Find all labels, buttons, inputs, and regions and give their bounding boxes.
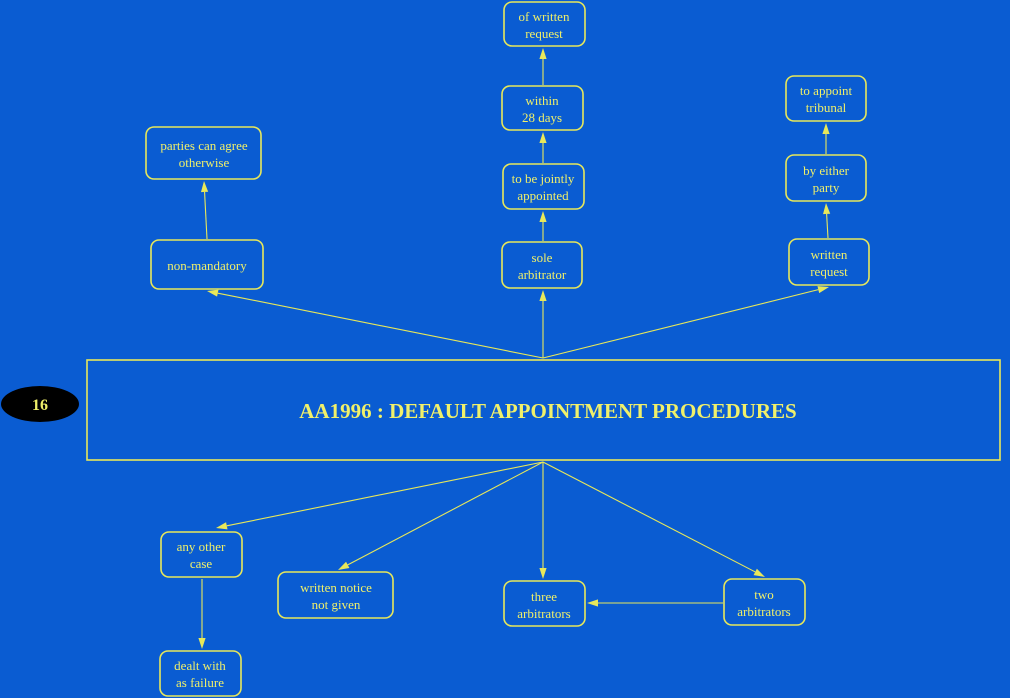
edge-jointly-to-within-28-days-arrowhead <box>539 132 547 143</box>
node-by-either-party-line-2: party <box>813 180 840 195</box>
main-title: AA1996 : DEFAULT APPOINTMENT PROCEDURES <box>299 399 796 423</box>
edge-main-to-any-other-case-arrowhead <box>216 522 228 530</box>
edge-main-to-sole-arbitrator-arrowhead <box>539 290 547 301</box>
edge-non-mandatory-to-parties <box>200 181 209 240</box>
node-parties-can-agree-line-2: otherwise <box>179 155 230 170</box>
node-three-arbitrators-line-1: three <box>531 589 557 604</box>
edge-any-other-to-dealt-with-arrowhead <box>198 638 206 649</box>
node-three-arbitrators-line-2: arbitrators <box>517 606 570 621</box>
edge-non-mandatory-to-parties-arrowhead <box>200 181 209 193</box>
node-two-arbitrators-line-2: arbitrators <box>737 604 790 619</box>
edge-main-to-two-arbitrators-arrowhead <box>753 568 765 577</box>
node-jointly-appointed-line-2: appointed <box>517 188 569 203</box>
main-topic-box[interactable]: AA1996 : DEFAULT APPOINTMENT PROCEDURES <box>86 359 1001 461</box>
page-number: 16 <box>32 397 48 414</box>
node-dealt-with-line-1: dealt with <box>174 658 226 673</box>
node-written-notice-not-given[interactable]: written notice not given <box>277 571 394 619</box>
node-three-arbitrators[interactable]: three arbitrators <box>503 580 586 627</box>
node-within-28-days-line-1: within <box>525 93 559 108</box>
connector-layer <box>198 48 831 649</box>
edge-main-to-two-arbitrators <box>542 461 765 577</box>
edge-by-either-to-appoint-tribunal-arrowhead <box>822 123 830 134</box>
node-written-request-line-1: written <box>811 247 848 262</box>
node-by-either-party[interactable]: by either party <box>785 154 867 202</box>
edge-written-request-to-by-either <box>823 203 831 239</box>
edge-sole-to-jointly-appointed <box>539 211 547 241</box>
edge-two-to-three-arbitrators <box>587 599 723 607</box>
edge-main-to-any-other-case <box>216 461 544 530</box>
edge-main-to-three-arbitrators <box>539 462 547 579</box>
node-any-other-case-line-1: any other <box>177 539 226 554</box>
edge-main-to-written-notice <box>338 461 544 570</box>
node-two-arbitrators[interactable]: two arbitrators <box>723 578 806 626</box>
node-jointly-appointed-line-1: to be jointly <box>512 171 575 186</box>
node-written-request-line-2: request <box>810 264 848 279</box>
node-sole-arbitrator-line-2: arbitrator <box>518 267 567 282</box>
node-dealt-with-as-failure[interactable]: dealt with as failure <box>159 650 242 697</box>
edge-within-to-of-written-request <box>539 48 547 85</box>
node-dealt-with-line-2: as failure <box>176 675 224 690</box>
node-written-notice-line-1: written notice <box>300 580 372 595</box>
node-to-appoint-tribunal-line-1: to appoint <box>800 83 853 98</box>
edge-written-request-to-by-either-arrowhead <box>823 203 831 215</box>
node-parties-can-agree-otherwise[interactable]: parties can agree otherwise <box>145 126 262 180</box>
node-non-mandatory-line-1: non-mandatory <box>167 258 247 273</box>
edge-non-mandatory-to-parties-line <box>204 191 208 240</box>
edge-written-request-to-by-either-line <box>826 213 829 239</box>
node-non-mandatory[interactable]: non-mandatory <box>150 239 264 290</box>
edge-main-to-written-request-line <box>542 289 819 359</box>
edge-main-to-three-arbitrators-arrowhead <box>539 568 547 579</box>
edge-main-to-written-notice-arrowhead <box>338 561 350 570</box>
edge-main-to-written-notice-line <box>347 461 544 566</box>
edge-main-to-any-other-case-line <box>226 461 544 527</box>
edge-main-to-written-request <box>542 286 829 359</box>
edge-main-to-two-arbitrators-line <box>542 461 756 573</box>
node-of-written-request-line-2: request <box>525 26 563 41</box>
node-of-written-request-line-1: of written <box>519 9 570 24</box>
edge-main-to-written-request-arrowhead <box>817 286 829 294</box>
node-any-other-case-line-2: case <box>190 556 213 571</box>
node-to-appoint-tribunal-line-2: tribunal <box>806 100 847 115</box>
edge-within-to-of-written-request-arrowhead <box>539 48 547 59</box>
node-written-notice-line-2: not given <box>312 597 361 612</box>
edge-any-other-to-dealt-with <box>198 579 206 649</box>
node-within-28-days[interactable]: within 28 days <box>501 85 584 131</box>
node-written-request[interactable]: written request <box>788 238 870 286</box>
edge-by-either-to-appoint-tribunal <box>822 123 830 154</box>
edge-sole-to-jointly-appointed-arrowhead <box>539 211 547 222</box>
edge-main-to-non-mandatory-line <box>217 292 544 359</box>
node-to-be-jointly-appointed[interactable]: to be jointly appointed <box>502 163 585 210</box>
node-by-either-party-line-1: by either <box>803 163 850 178</box>
node-two-arbitrators-line-1: two <box>754 587 774 602</box>
edge-two-to-three-arbitrators-arrowhead <box>587 599 598 607</box>
edge-jointly-to-within-28-days <box>539 132 547 163</box>
page-number-badge: 16 <box>1 386 79 422</box>
node-sole-arbitrator-line-1: sole <box>532 250 553 265</box>
edge-main-to-non-mandatory-arrowhead <box>207 289 219 297</box>
node-of-written-request[interactable]: of written request <box>503 1 586 47</box>
node-parties-can-agree-line-1: parties can agree <box>160 138 248 153</box>
node-within-28-days-line-2: 28 days <box>522 110 562 125</box>
node-to-appoint-tribunal[interactable]: to appoint tribunal <box>785 75 867 122</box>
node-any-other-case[interactable]: any other case <box>160 531 243 578</box>
node-sole-arbitrator[interactable]: sole arbitrator <box>501 241 583 289</box>
edge-main-to-non-mandatory <box>207 289 544 359</box>
edge-main-to-sole-arbitrator <box>539 290 547 358</box>
